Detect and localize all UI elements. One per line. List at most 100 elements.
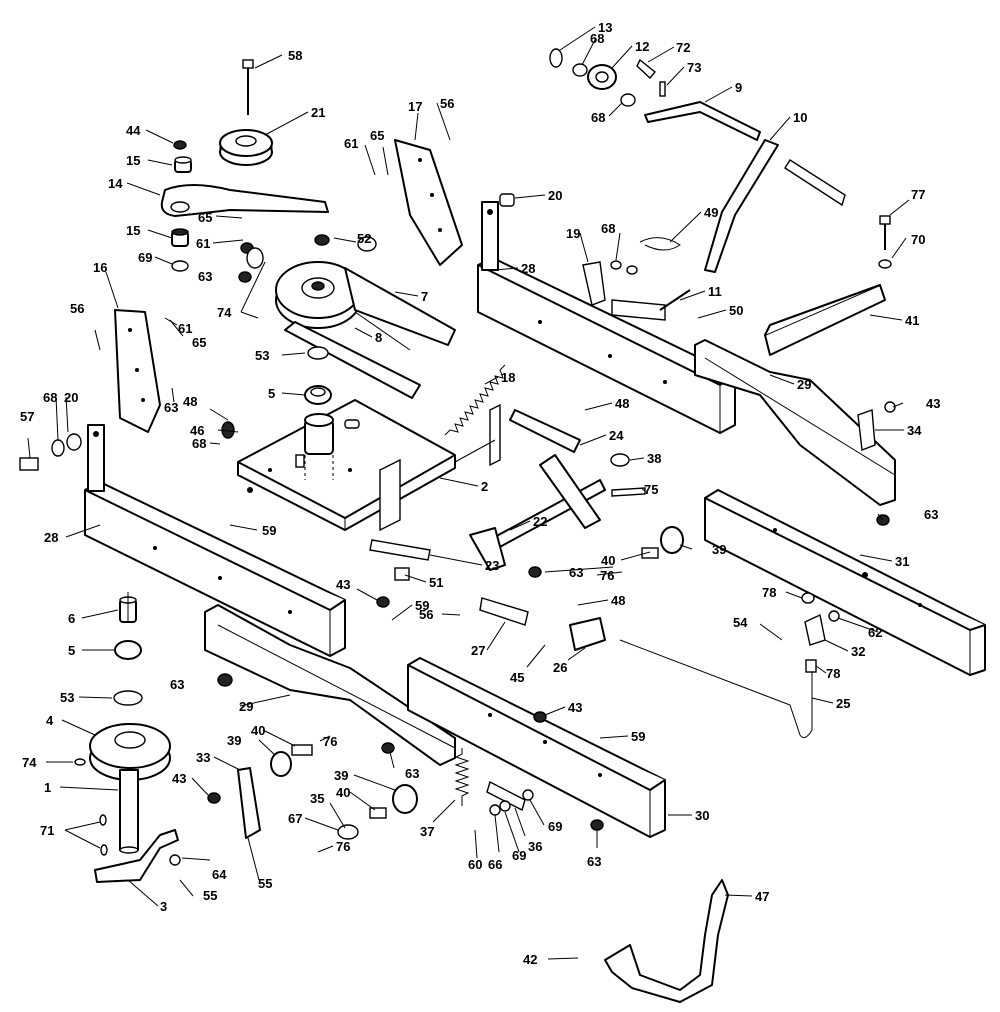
callout-63: 63 (170, 677, 184, 692)
bracket-34 (857, 409, 876, 451)
callout-30: 30 (695, 808, 709, 823)
rail-31 (704, 489, 986, 676)
frame-rail-left (84, 424, 346, 657)
callout-34: 34 (907, 423, 922, 438)
callout-66: 66 (488, 857, 502, 872)
callout-41: 41 (905, 313, 919, 328)
callout-6: 6 (68, 611, 75, 626)
callout-15: 15 (126, 223, 140, 238)
hardware (19, 193, 896, 866)
callout-5: 5 (268, 386, 275, 401)
callout-20: 20 (64, 390, 78, 405)
callout-3: 3 (160, 899, 167, 914)
callout-21: 21 (311, 105, 325, 120)
callout-27: 27 (471, 643, 485, 658)
callout-36: 36 (528, 839, 542, 854)
callout-43: 43 (926, 396, 940, 411)
callout-56: 56 (440, 96, 454, 111)
callout-35: 35 (310, 791, 324, 806)
bracket-47 (604, 879, 729, 1003)
callout-55: 55 (258, 876, 272, 891)
callout-37: 37 (420, 824, 434, 839)
callout-48: 48 (615, 396, 629, 411)
callout-74: 74 (217, 305, 232, 320)
callout-61: 61 (178, 321, 192, 336)
callout-29: 29 (797, 377, 811, 392)
callout-44: 44 (126, 123, 141, 138)
callout-32: 32 (851, 644, 865, 659)
callout-60: 60 (468, 857, 482, 872)
callout-78: 78 (762, 585, 776, 600)
callout-69: 69 (512, 848, 526, 863)
callout-28: 28 (44, 530, 58, 545)
callout-39: 39 (712, 542, 726, 557)
callout-18: 18 (501, 370, 515, 385)
callout-68: 68 (192, 436, 206, 451)
callout-38: 38 (647, 451, 661, 466)
callout-29: 29 (239, 699, 253, 714)
callout-53: 53 (60, 690, 74, 705)
callout-54: 54 (733, 615, 748, 630)
callout-57: 57 (20, 409, 34, 424)
bolt-58 (242, 59, 254, 115)
bolt-77 (878, 215, 892, 269)
callout-16: 16 (93, 260, 107, 275)
callout-61: 61 (344, 136, 358, 151)
center-plate (237, 385, 501, 532)
callout-63: 63 (164, 400, 178, 415)
callout-24: 24 (609, 428, 624, 443)
bracket-33 (237, 767, 261, 839)
callout-33: 33 (196, 750, 210, 765)
callout-68: 68 (590, 31, 604, 46)
callout-43: 43 (172, 771, 186, 786)
callout-7: 7 (421, 289, 428, 304)
callout-65: 65 (192, 335, 206, 350)
bracket-41 (764, 284, 886, 356)
callout-23: 23 (485, 558, 499, 573)
part-drawings (19, 48, 986, 1003)
callout-19: 19 (566, 226, 580, 241)
drive-pulley-7 (275, 261, 456, 399)
callout-70: 70 (911, 232, 925, 247)
callout-62: 62 (868, 625, 882, 640)
idler-pulleys-39 (270, 526, 684, 819)
cotter-pin-49 (582, 237, 681, 306)
callout-9: 9 (735, 80, 742, 95)
lower-pulley-4 (89, 592, 171, 781)
callout-40: 40 (336, 785, 350, 800)
spring-37 (454, 748, 470, 806)
callout-28: 28 (521, 261, 535, 276)
callout-68: 68 (591, 110, 605, 125)
callout-76: 76 (600, 568, 614, 583)
callout-63: 63 (587, 854, 601, 869)
callout-56: 56 (70, 301, 84, 316)
callout-76: 76 (323, 734, 337, 749)
callout-48: 48 (611, 593, 625, 608)
callout-68: 68 (43, 390, 57, 405)
callout-78: 78 (826, 666, 840, 681)
spring-18 (444, 364, 506, 436)
callout-63: 63 (198, 269, 212, 284)
callout-68: 68 (601, 221, 615, 236)
callout-77: 77 (911, 187, 925, 202)
callout-20: 20 (548, 188, 562, 203)
callout-59: 59 (262, 523, 276, 538)
spindle-1 (94, 769, 179, 883)
rail-29-upper (694, 339, 896, 506)
callout-25: 25 (836, 696, 850, 711)
lever-shaft-22 (369, 409, 606, 571)
callout-58: 58 (288, 48, 302, 63)
rail-30 (407, 657, 666, 838)
callout-39: 39 (227, 733, 241, 748)
callout-26: 26 (553, 660, 567, 675)
callout-71: 71 (40, 823, 54, 838)
callout-47: 47 (755, 889, 769, 904)
callout-leaders (27, 26, 910, 960)
callout-56: 56 (419, 607, 433, 622)
callout-2: 2 (481, 479, 488, 494)
idler-arm-14 (160, 184, 329, 217)
frame-rail-right (477, 201, 736, 434)
callout-63: 63 (569, 565, 583, 580)
callout-45: 45 (510, 670, 524, 685)
